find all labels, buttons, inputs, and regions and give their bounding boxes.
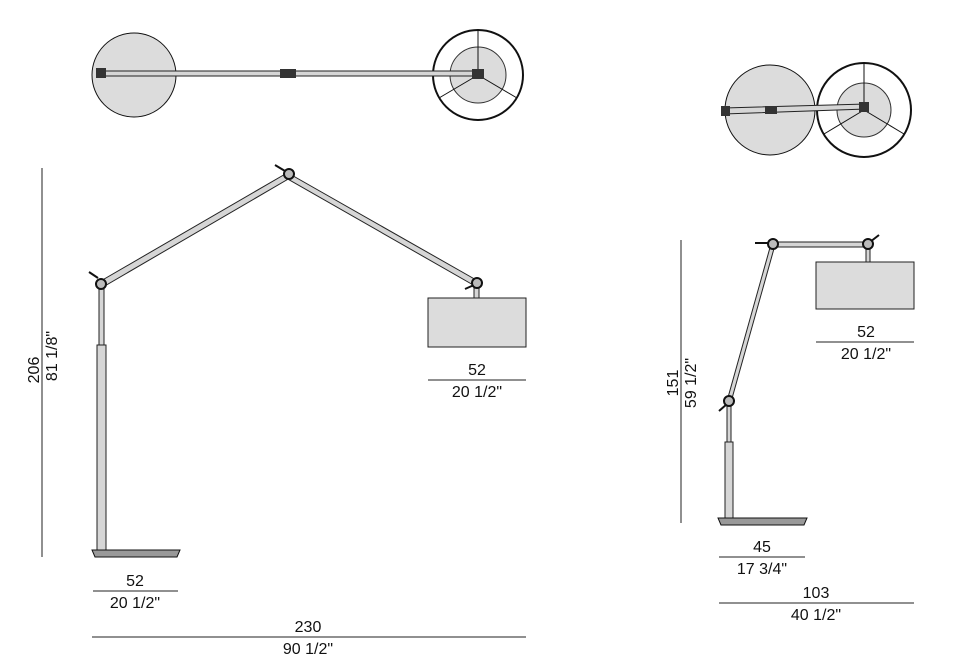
joint-top	[721, 106, 730, 116]
joint	[767, 238, 779, 250]
shade-width-in: 20 1/2"	[841, 346, 891, 363]
pole-lower	[724, 441, 734, 519]
right-lamp-side-view: 151 59 1/2" 52 20 1/2" 45 17 3/4" 103 40…	[665, 234, 915, 624]
pole-upper	[98, 287, 105, 349]
shade-spoke	[863, 109, 905, 135]
joint	[283, 168, 295, 180]
joint-top	[859, 102, 869, 112]
base-width-in: 20 1/2"	[110, 595, 160, 612]
base	[91, 549, 181, 558]
joint-top	[280, 69, 296, 78]
shade-spoke	[438, 74, 479, 99]
lampshade	[815, 261, 915, 310]
base	[717, 517, 808, 526]
shade-width-cm: 52	[468, 362, 486, 379]
joint	[723, 395, 735, 407]
knob	[274, 164, 286, 172]
base-width-cm: 52	[126, 573, 144, 590]
shade-width-cm: 52	[857, 324, 875, 341]
base-width-in: 17 3/4"	[737, 561, 787, 578]
joint-top	[765, 106, 777, 114]
joint-top	[96, 68, 106, 78]
joint	[471, 277, 483, 289]
left-lamp-top-view	[91, 29, 524, 121]
shade-spoke	[823, 109, 865, 135]
right-lamp-top-view	[721, 62, 912, 158]
arm-upper	[772, 241, 869, 248]
shade-spoke	[477, 74, 518, 99]
joint	[862, 238, 874, 250]
height-cm: 151	[665, 370, 682, 397]
height-in: 59 1/2"	[683, 358, 700, 408]
total-width-cm: 230	[295, 619, 322, 636]
knob	[88, 271, 99, 279]
total-width-in: 40 1/2"	[791, 607, 841, 624]
joint	[95, 278, 107, 290]
base-width-cm: 45	[753, 539, 771, 556]
total-width-cm: 103	[803, 585, 830, 602]
arm-lower	[98, 172, 291, 288]
pole-lower	[96, 344, 107, 551]
shade-width-in: 20 1/2"	[452, 384, 502, 401]
height-cm: 206	[26, 357, 43, 384]
lampshade	[427, 297, 527, 348]
left-lamp-side-view: 206 81 1/8" 52 20 1/2" 52 20 1/2" 230 90…	[26, 164, 527, 658]
pole-upper	[726, 404, 732, 446]
total-width-in: 90 1/2"	[283, 641, 333, 658]
arm-upper	[285, 172, 479, 287]
arm-lower	[726, 243, 776, 403]
joint-top	[472, 69, 484, 79]
height-in: 81 1/8"	[44, 331, 61, 381]
